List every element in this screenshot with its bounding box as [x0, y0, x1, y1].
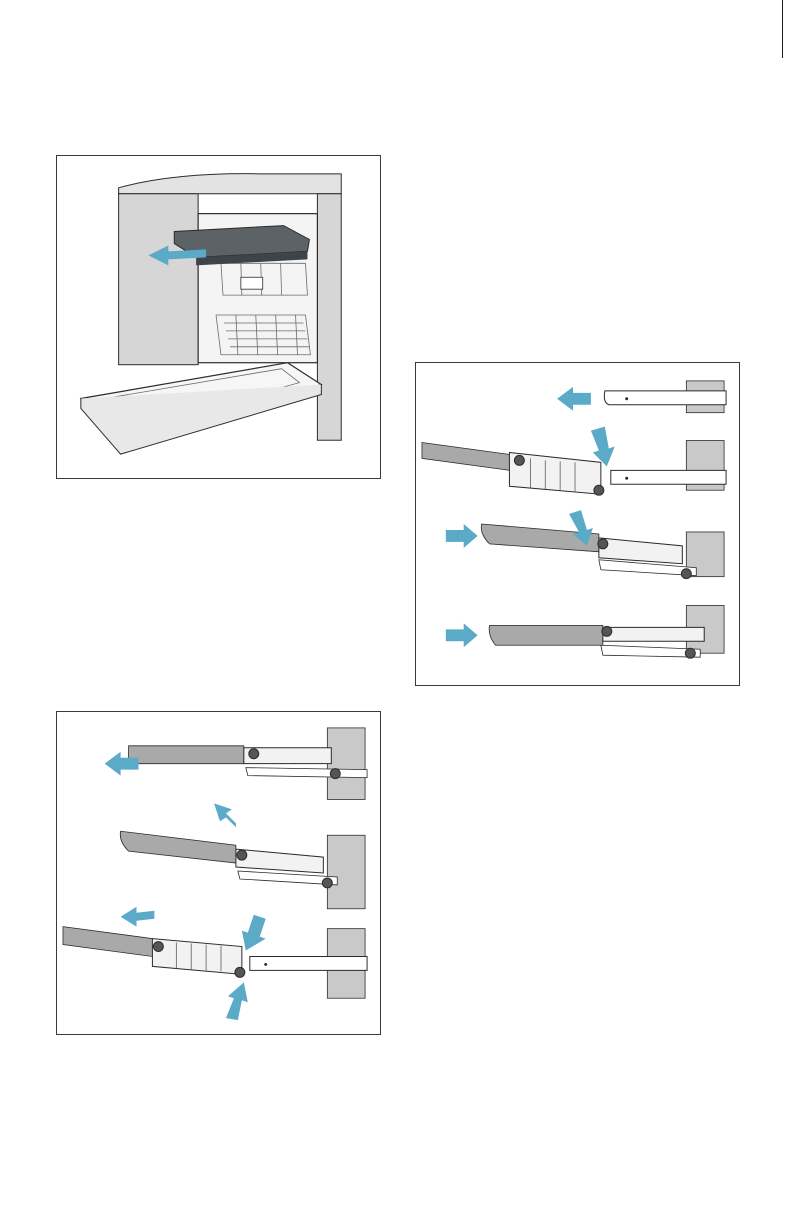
- step-2: [120, 803, 337, 887]
- arrow-left-icon: [121, 907, 155, 927]
- arrow-right-icon: [446, 524, 478, 548]
- arrow-left-icon: [557, 387, 591, 411]
- step-3: [446, 510, 696, 579]
- trim-line: [782, 0, 783, 58]
- dishwasher-illustration: [57, 156, 380, 478]
- step-1: [105, 746, 367, 779]
- detergent-box: [241, 277, 263, 289]
- figure-attach-rail: [415, 362, 740, 686]
- figure-dishwasher: [56, 155, 381, 479]
- attach-sequence-illustration: [416, 363, 739, 685]
- wall-panels: [686, 381, 724, 653]
- step-2: [422, 427, 726, 496]
- arrow-down-icon: [242, 915, 266, 951]
- step-4: [446, 623, 704, 658]
- cabinet-left: [119, 194, 199, 365]
- figure-detach-rail: [56, 711, 381, 1035]
- arrow-up-icon: [214, 803, 236, 827]
- countertop: [119, 174, 342, 194]
- step-3: [63, 907, 367, 1020]
- arrow-up-icon: [226, 982, 248, 1020]
- arrow-down-icon: [591, 427, 615, 467]
- arrow-right-icon: [446, 623, 478, 647]
- detach-sequence-illustration: [57, 712, 380, 1034]
- cabinet-right: [317, 194, 341, 440]
